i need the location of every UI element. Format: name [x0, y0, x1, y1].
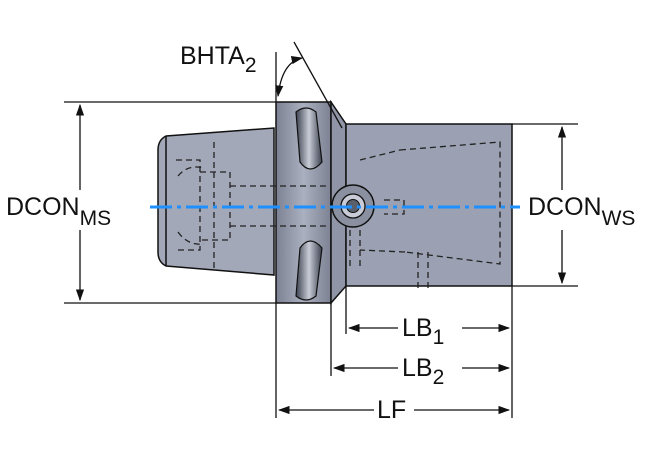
tool-holder [157, 99, 513, 305]
lb2-label: LB2 [402, 354, 444, 389]
drive-slot-lower [295, 240, 323, 301]
hidden-lines [176, 141, 501, 288]
bhta-label: BHTA2 [180, 42, 257, 77]
dcon-ws-label: DCONWS [528, 193, 635, 230]
bhta-angle-arc [275, 56, 304, 98]
dcon-ms-label: DCONMS [6, 193, 111, 230]
taper-shank [157, 127, 275, 276]
lb1-label: LB1 [402, 314, 444, 349]
lf-label: LF [377, 396, 406, 424]
dimension-labels: BHTA2 DCONMS DCONWS LB1 LB2 LF [2, 38, 668, 424]
drive-slot-upper [295, 107, 323, 170]
